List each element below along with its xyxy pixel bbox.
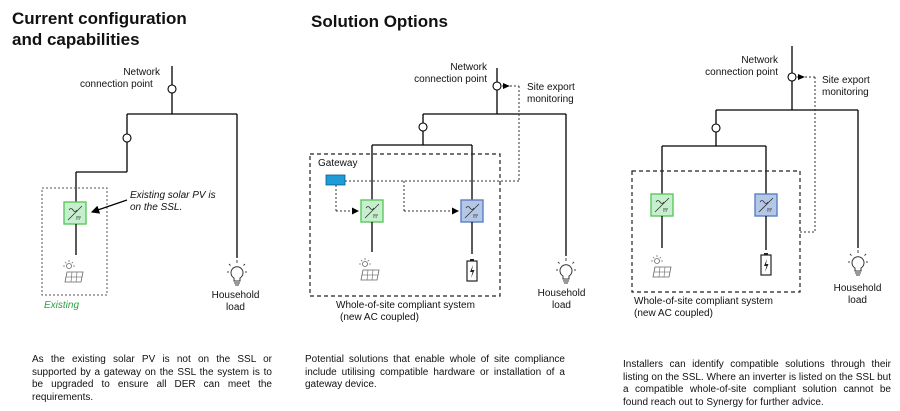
network-connection-label: Network connection point xyxy=(690,55,778,79)
label-line: connection point xyxy=(414,74,487,85)
solar-panel-icon xyxy=(650,254,672,278)
gateway-device-icon xyxy=(325,174,346,186)
panel3-description: Installers can identify compatible solut… xyxy=(623,359,891,408)
label-line: Site export xyxy=(527,82,575,93)
label-line: load xyxy=(552,300,571,311)
network-connection-point-marker xyxy=(492,81,502,91)
callout-line: Existing solar PV is xyxy=(130,190,216,201)
label-line: (new AC coupled) xyxy=(634,308,713,319)
panel2-diagram xyxy=(309,68,577,297)
label-line: connection point xyxy=(705,67,778,78)
panel1-title: Current configuration and capabilities xyxy=(12,8,187,50)
network-connection-label: Network connection point xyxy=(400,62,487,86)
panel2-title: Solution Options xyxy=(311,12,448,31)
existing-pv-callout: Existing solar PV is on the SSL. xyxy=(130,190,216,214)
panel2-description: Potential solutions that enable whole of… xyxy=(305,354,565,390)
label-line: load xyxy=(226,302,245,313)
panel1-description: As the existing solar PV is not on the S… xyxy=(32,354,272,403)
meter-point-marker xyxy=(418,122,428,132)
whole-of-site-system-box xyxy=(631,170,801,293)
whole-of-site-system-box xyxy=(309,153,501,297)
label-line: Household xyxy=(537,288,586,299)
battery-icon xyxy=(760,252,772,276)
label-line: monitoring xyxy=(822,87,869,98)
existing-label: Existing xyxy=(44,300,80,311)
meter-point-marker xyxy=(122,133,132,143)
panel1-diagram xyxy=(41,66,248,296)
label-line: load xyxy=(848,295,867,306)
label-line: connection point xyxy=(80,79,153,90)
site-export-monitoring-label: Site export monitoring xyxy=(527,82,575,106)
household-load-label: Household load xyxy=(830,283,885,307)
lightbulb-icon xyxy=(847,249,869,276)
label-line: Site export xyxy=(822,75,870,86)
network-connection-point-marker xyxy=(167,84,177,94)
solar-panel-icon xyxy=(358,257,380,281)
callout-line: on the SSL. xyxy=(130,202,183,213)
callout-arrow xyxy=(90,199,128,214)
label-line: Household xyxy=(211,290,260,301)
label-line: Network xyxy=(123,67,160,78)
label-line: Network xyxy=(450,62,487,73)
label-line: monitoring xyxy=(527,94,574,105)
panel1-title-line1: Current configuration xyxy=(12,9,187,28)
lightbulb-icon xyxy=(555,257,577,284)
existing-system-box xyxy=(41,187,108,296)
label-line: Whole-of-site compliant system xyxy=(336,300,475,311)
household-load-label: Household load xyxy=(208,290,263,314)
meter-point-marker xyxy=(711,123,721,133)
panel3-diagram xyxy=(631,46,869,293)
label-line: Household xyxy=(833,283,882,294)
solar-panel-icon xyxy=(62,259,84,283)
network-connection-point-marker xyxy=(787,72,797,82)
gateway-label: Gateway xyxy=(318,158,358,169)
label-line: Network xyxy=(741,55,778,66)
site-export-monitoring-label: Site export monitoring xyxy=(822,75,870,99)
lightbulb-icon xyxy=(226,259,248,286)
label-line: (new AC coupled) xyxy=(340,312,419,323)
panel1-title-line2: and capabilities xyxy=(12,30,140,49)
network-connection-label: Network connection point xyxy=(80,67,160,91)
battery-icon xyxy=(466,258,478,282)
whole-of-site-system-label: Whole-of-site compliant system (new AC c… xyxy=(634,296,773,320)
whole-of-site-system-label: Whole-of-site compliant system (new AC c… xyxy=(336,300,475,324)
household-load-label: Household load xyxy=(534,288,589,312)
label-line: Whole-of-site compliant system xyxy=(634,296,773,307)
